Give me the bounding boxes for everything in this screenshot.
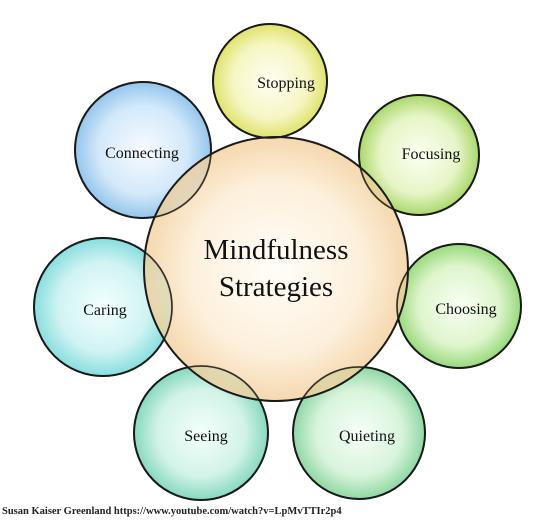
node-focusing-label: Focusing xyxy=(402,146,461,163)
node-stopping-label: Stopping xyxy=(257,75,315,92)
node-choosing-label: Choosing xyxy=(435,301,496,318)
node-connecting-label: Connecting xyxy=(105,145,179,162)
center-title-line2: Strategies xyxy=(219,271,333,303)
center-title-line1: Mindfulness xyxy=(204,234,349,266)
center-circle xyxy=(143,136,409,402)
node-caring-label: Caring xyxy=(83,302,127,319)
overlap-outlines xyxy=(33,23,522,501)
node-seeing-label: Seeing xyxy=(184,428,228,445)
source-credit: Susan Kaiser Greenland https://www.youtu… xyxy=(2,506,342,517)
center-node xyxy=(143,136,409,402)
node-quieting-label: Quieting xyxy=(339,428,395,445)
